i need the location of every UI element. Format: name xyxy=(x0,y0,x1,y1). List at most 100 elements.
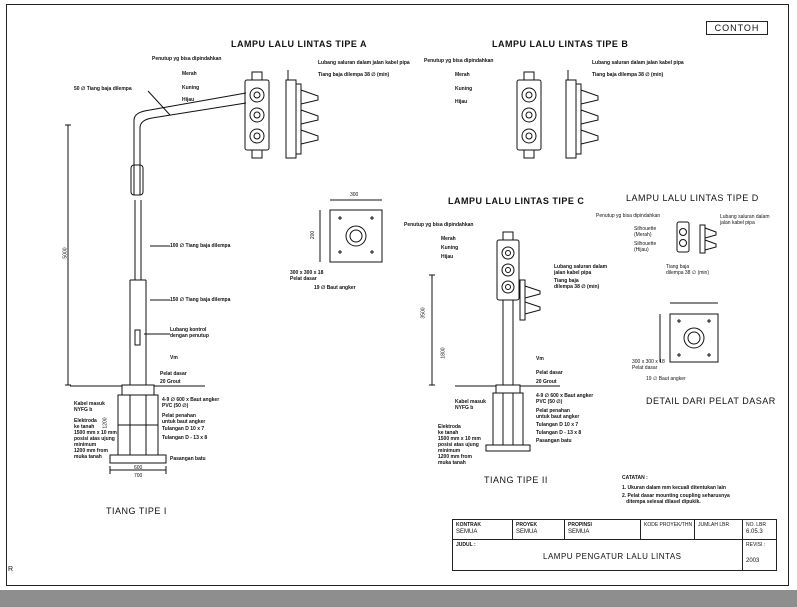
dim-p2-3500: 3500 xyxy=(420,307,427,319)
lamp-b-front xyxy=(516,71,542,159)
label-p1-holder: Pelat penahan untuk baut angker xyxy=(162,413,206,425)
label-d-silhouette-red: Silhouette (Merah) xyxy=(634,226,657,238)
label-a-cover: Penutup yg bisa dipindahkan xyxy=(152,56,222,62)
label-b-yellow: Kuning xyxy=(455,86,473,92)
tb-kontrak: KONTRAK SEMUA xyxy=(453,520,513,540)
dim-plate1-300: 300 xyxy=(350,192,359,198)
label-a-cable-hole: Lubang saluran dalam jalan kabel pipa xyxy=(318,60,410,66)
drawing-sheet-border xyxy=(6,4,789,586)
notes-heading: CATATAN : xyxy=(622,475,648,481)
label-b-cover: Penutup yg bisa dipindahkan xyxy=(424,58,494,64)
label-d-pole-welded: Tiang baja dilempa 38 ∅ (min) xyxy=(666,264,709,276)
label-p2-rebar-1: Tulangan D 10 x 7 xyxy=(536,422,579,428)
lamp-d xyxy=(676,221,717,254)
tb-kontrak-value: SEMUA xyxy=(456,529,478,535)
label-p1-rebar-1: Tulangan D 10 x 7 xyxy=(162,426,205,432)
technical-drawing xyxy=(65,70,719,474)
dim-plate1-200: 200 xyxy=(310,230,317,240)
label-p1-anchor: 4-9 ∅ 600 x Baut angker PVC (50 ∅) xyxy=(162,397,220,409)
title-tiang-1: TIANG TIPE I xyxy=(106,506,167,516)
lamp-a-front xyxy=(244,71,270,159)
label-b-cable-hole: Lubang saluran dalam jalan kabel pipa xyxy=(592,60,684,66)
label-p2-electrode: Elektroda ke tanah 1500 mm x 10 mm posis… xyxy=(438,424,481,466)
tb-jumlah: JUMLAH LBR xyxy=(695,520,743,540)
tb-proyek-value: SEMUA xyxy=(516,529,538,535)
label-p1-grout: 20 Grout xyxy=(160,379,181,385)
label-c-yellow: Kuning xyxy=(441,245,459,251)
label-b-pole-welded: Tiang baja dilempa 38 ∅ (min) xyxy=(592,72,664,78)
tb-proyek: PROYEK SEMUA xyxy=(513,520,565,540)
dim-p1-700: 700 xyxy=(134,473,143,479)
tb-kontrak-header: KONTRAK xyxy=(456,522,481,528)
lamp-c xyxy=(496,231,541,321)
title-detail-plate: DETAIL DARI PELAT DASAR xyxy=(646,396,776,406)
tb-propinsi: PROPINSI SEMUA xyxy=(565,520,641,540)
label-p1-pole-150: 150 ∅ Tiang baja dilempa xyxy=(170,297,231,303)
label-plate1-bolt: 19 ∅ Baut angker xyxy=(314,285,356,291)
contoh-badge: CONTOH xyxy=(706,21,768,35)
title-block: KONTRAK SEMUA PROYEK SEMUA PROPINSI SEMU… xyxy=(452,519,777,571)
title-type-a: LAMPU LALU LINTAS TIPE A xyxy=(231,39,367,49)
label-b-red: Merah xyxy=(455,72,470,78)
title-type-d: LAMPU LALU LINTAS TIPE D xyxy=(626,193,759,203)
note-1: 1. Ukuran dalam mm kecuali ditentukan la… xyxy=(622,485,726,491)
label-d-cover: Penutup yg bisa dipindahkan xyxy=(596,213,661,219)
label-c-cable-hole: Lubang saluran dalam jalan kabel pipa xyxy=(554,264,608,276)
dim-p1-1200: 1200 xyxy=(102,417,109,429)
label-a-red: Merah xyxy=(182,71,197,77)
tb-no-lbr: NO. LBR 6.05.3 xyxy=(743,520,777,540)
label-d-cable-hole: Lubang saluran dalam jalan kabel pipa xyxy=(720,214,770,226)
label-p1-masonry: Pasangan batu xyxy=(170,456,206,462)
lamp-a-side xyxy=(285,70,319,159)
pole-type-1 xyxy=(65,90,247,474)
label-p2-base-plate: Pelat dasar xyxy=(536,370,563,376)
title-type-c: LAMPU LALU LINTAS TIPE C xyxy=(448,196,585,206)
tb-propinsi-value: SEMUA xyxy=(568,529,590,535)
label-p1-control-hole: Lubang kontrol dengan penutup xyxy=(170,327,209,339)
tb-revisi-header: REVISI : xyxy=(746,542,766,548)
label-c-pole-welded: Tiang baja dilempa 38 ∅ (min) xyxy=(554,278,600,290)
label-plate2-bolt: 19 ∅ Baut angker xyxy=(646,376,686,382)
dim-p2-1800: 1800 xyxy=(440,347,447,359)
label-c-red: Merah xyxy=(441,236,456,242)
tb-no-lbr-value: 6.05.3 xyxy=(746,529,763,535)
note-2: 2. Pelat dasar mounting coupling seharus… xyxy=(622,493,730,505)
corner-mark: R xyxy=(8,566,14,573)
label-plate2-size: 300 x 300 x 18 Pelat dasar xyxy=(632,359,665,371)
label-d-silhouette-green: Silhouette (Hijau) xyxy=(634,241,657,253)
dim-p1-5000: 5000 xyxy=(62,247,69,259)
tb-judul: JUDUL : LAMPU PENGATUR LALU LINTAS xyxy=(453,540,743,570)
title-type-b: LAMPU LALU LINTAS TIPE B xyxy=(492,39,629,49)
title-tiang-2: TIANG TIPE II xyxy=(484,475,548,485)
label-b-green: Hijau xyxy=(455,99,468,105)
label-p2-anchor: 4-9 ∅ 600 x Baut angker PVC (50 ∅) xyxy=(536,393,594,405)
label-c-cover: Penutup yg bisa dipindahkan xyxy=(404,222,474,228)
dim-p1-600: 600 xyxy=(134,465,143,471)
bottom-scan-bar xyxy=(0,590,797,607)
label-a-yellow: Kuning xyxy=(182,85,200,91)
label-a-pole-welded: Tiang baja dilempa 38 ∅ (min) xyxy=(318,72,390,78)
tb-revisi-value: 2003 xyxy=(746,558,760,564)
label-p2-vm: Vm xyxy=(536,356,544,362)
label-p1-electrode: Elektroda ke tanah 1500 mm x 10 mm posis… xyxy=(74,418,117,460)
label-p2-rebar-2: Tulangan D - 13 x 8 xyxy=(536,430,582,436)
tb-propinsi-header: PROPINSI xyxy=(568,522,592,528)
label-plate1-size: 300 x 300 x 18 Pelat dasar xyxy=(290,270,324,282)
tb-revisi: REVISI : 2003 xyxy=(743,540,777,570)
label-p2-cable-in: Kabel masuk NYFG b xyxy=(455,399,486,411)
tb-kode: KODE PROYEK/THN xyxy=(641,520,695,540)
label-p1-arm: 50 ∅ Tiang baja dilempa xyxy=(74,86,132,92)
label-p2-masonry: Pasangan batu xyxy=(536,438,572,444)
tb-proyek-header: PROYEK xyxy=(516,522,538,528)
label-a-green: Hijau xyxy=(182,97,195,103)
tb-no-lbr-header: NO. LBR xyxy=(746,522,767,528)
plate-detail-1 xyxy=(319,199,383,263)
label-p2-holder: Pelat penahan untuk baut angker xyxy=(536,408,580,420)
tb-kode-header: KODE PROYEK/THN xyxy=(644,522,693,528)
tb-judul-header: JUDUL : xyxy=(456,542,476,548)
label-p1-rebar-2: Tulangan D - 13 x 8 xyxy=(162,435,208,441)
label-p1-pole-100: 100 ∅ Tiang baja dilempa xyxy=(170,243,231,249)
label-p1-base-plate: Pelat dasar xyxy=(160,371,187,377)
lamp-b-side xyxy=(565,70,599,159)
tb-jumlah-header: JUMLAH LBR xyxy=(698,522,730,528)
